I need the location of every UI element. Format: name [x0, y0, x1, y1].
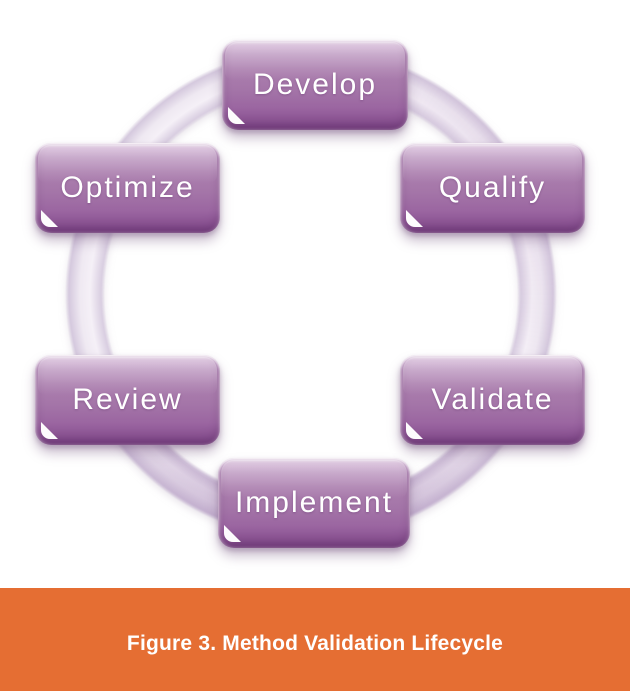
cycle-node-review: Review [35, 355, 220, 445]
cycle-node-label: Review [72, 383, 183, 416]
cycle-node-optimize: Optimize [35, 143, 220, 233]
method-validation-lifecycle-figure: Develop Qualify Validate Implement Revie… [0, 0, 630, 588]
cycle-node-qualify: Qualify [400, 143, 585, 233]
figure-caption: Figure 3. Method Validation Lifecycle [126, 631, 504, 655]
cycle-node-implement: Implement [218, 458, 410, 548]
cycle-node-label: Validate [431, 383, 554, 416]
cycle-node-label: Qualify [438, 171, 547, 204]
cycle-node-develop: Develop [222, 40, 408, 130]
cycle-node-label: Optimize [60, 171, 195, 204]
cycle-node-validate: Validate [400, 355, 585, 445]
cycle-node-label: Develop [252, 68, 378, 101]
cycle-node-label: Implement [234, 486, 394, 519]
figure-caption-bar: Figure 3. Method Validation Lifecycle [0, 588, 630, 691]
